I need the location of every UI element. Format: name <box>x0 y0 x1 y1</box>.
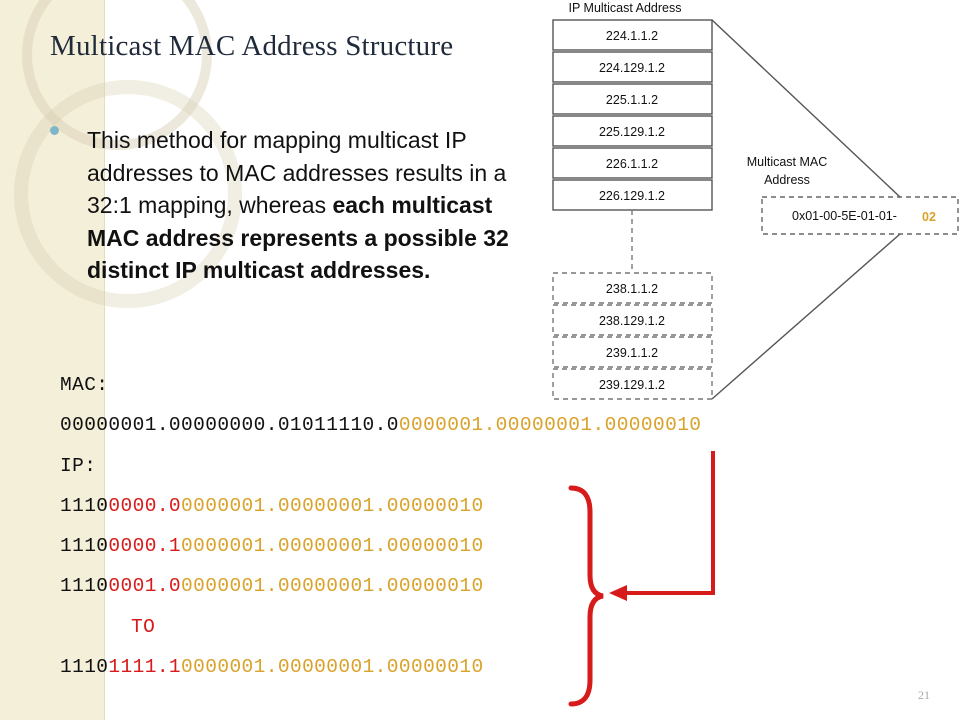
address-text: 238.1.1.2 <box>606 282 658 296</box>
mac-label-line1: Multicast MAC <box>747 155 828 169</box>
address-text: 225.1.1.2 <box>606 93 658 107</box>
address-text: 226.1.1.2 <box>606 157 658 171</box>
ip-binary-orange: 0000001.00000001.00000010 <box>181 495 484 517</box>
dashed-address-boxes <box>552 272 713 400</box>
ip-binary-red: 0000.1 <box>108 535 182 557</box>
mac-label-line2: Address <box>764 173 810 187</box>
address-box <box>552 83 713 115</box>
ip-binary-black: 1110 <box>60 656 109 678</box>
address-box <box>552 147 713 179</box>
address-box <box>552 115 713 147</box>
address-box-dashed <box>552 304 713 336</box>
mac-address-suffix: 02 <box>922 210 936 224</box>
page-number: 21 <box>918 688 930 702</box>
address-box-dashed <box>552 368 713 400</box>
ip-binary-red: 1111.1 <box>108 656 182 678</box>
funnel-line-top <box>711 19 901 198</box>
address-box-dashed <box>552 336 713 368</box>
bullet-text-normal: This method for mapping multicast IP add… <box>87 127 507 218</box>
mac-binary-black: 00000001.00000000.01011110.0 <box>60 414 399 436</box>
funnel-line-bottom <box>711 233 901 400</box>
bullet-icon <box>50 126 59 135</box>
address-box <box>552 19 713 51</box>
address-text: 239.129.1.2 <box>599 378 665 392</box>
address-box <box>552 51 713 83</box>
mac-label: MAC: <box>60 374 109 396</box>
ip-label: IP: <box>60 455 97 477</box>
ip-binary-orange: 0000001.00000001.00000010 <box>181 656 484 678</box>
arrow-line <box>624 451 715 595</box>
ip-binary-line: 11100000.00000001.00000001.00000010 <box>60 495 484 517</box>
ip-binary-red: 0000.0 <box>108 495 182 517</box>
bullet-text-bold: each multicast MAC address represents a … <box>87 192 509 283</box>
ip-binary-line: 11100001.00000001.00000001.00000010 <box>60 575 484 597</box>
ip-binary-black: 1110 <box>60 495 109 517</box>
ip-binary-line: 11100000.10000001.00000001.00000010 <box>60 535 484 557</box>
ip-binary-black: 1110 <box>60 535 109 557</box>
ip-binary-orange: 0000001.00000001.00000010 <box>181 575 484 597</box>
address-text: 238.129.1.2 <box>599 314 665 328</box>
bullet-text: This method for mapping multicast IP add… <box>87 124 527 287</box>
address-box-dashed <box>552 272 713 304</box>
address-text: 226.129.1.2 <box>599 189 665 203</box>
mac-address-value: 0x01-00-5E-01-01- <box>792 209 897 223</box>
ip-binary-red: 0001.0 <box>108 575 182 597</box>
ip-binary-line-last: 11101111.10000001.00000001.00000010 <box>60 656 484 678</box>
diagram-header: IP Multicast Address <box>568 1 681 15</box>
mapping-diagram: IP Multicast Address 224.1.1.2 224.129.1… <box>552 1 959 400</box>
address-text: 225.129.1.2 <box>599 125 665 139</box>
mac-address-box <box>761 196 959 235</box>
ip-binary-orange: 0000001.00000001.00000010 <box>181 535 484 557</box>
address-box <box>552 179 713 211</box>
to-label: TO <box>131 616 156 638</box>
ip-binary-black: 1110 <box>60 575 109 597</box>
curly-brace-icon <box>568 485 604 707</box>
mac-binary-orange: 0000001.00000001.00000010 <box>398 414 702 436</box>
address-text: 224.1.1.2 <box>606 29 658 43</box>
arrow-head-icon <box>609 585 627 601</box>
address-text: 239.1.1.2 <box>606 346 658 360</box>
mac-binary-line: 00000001.00000000.01011110.00000001.0000… <box>60 414 701 436</box>
address-text: 224.129.1.2 <box>599 61 665 75</box>
slide-title: Multicast MAC Address Structure <box>50 30 454 62</box>
solid-address-boxes: 224.1.1.2 224.129.1.2 225.1.1.2 225.129.… <box>552 19 713 211</box>
